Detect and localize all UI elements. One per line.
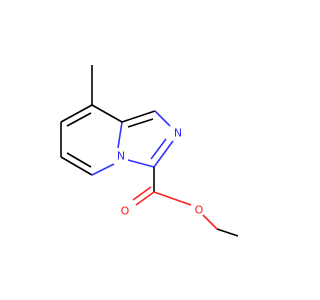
atom-n-imidazole: N: [174, 127, 182, 140]
bond-c1-n2: [154, 110, 171, 127]
bond-c8-c7: [60, 104, 93, 123]
atom-n-bridgehead: N: [117, 150, 125, 163]
bond-c8a-c1-inner: [127, 118, 154, 128]
bond-n2-c3: [153, 140, 174, 168]
bond-c8a-c1: [121, 110, 156, 123]
bond-o-ester-ch2: [202, 214, 218, 230]
bond-c3-n4: [127, 159, 155, 168]
bond-c6-c5-inner: [66, 152, 92, 168]
bond-c5-n4: [91, 163, 115, 176]
bond-ccarbonyl-o-double-b: [132, 186, 152, 201]
bond-ccarbonyl-o-double-a: [135, 191, 155, 206]
bond-n4-c8a: [117, 121, 123, 149]
bond-c8-c7-inner: [66, 112, 92, 127]
bond-c8a-c8: [91, 104, 123, 123]
bond-c6-c5: [60, 156, 93, 176]
bond-n2-c3-inner: [150, 138, 167, 160]
structure-diagram: N N O O: [60, 65, 239, 237]
atom-o-carbonyl: O: [121, 205, 130, 218]
bond-ccarbonyl-o-ester: [153, 191, 192, 206]
bond-ch2-ch3: [216, 228, 239, 237]
atom-o-ester: O: [195, 204, 204, 217]
